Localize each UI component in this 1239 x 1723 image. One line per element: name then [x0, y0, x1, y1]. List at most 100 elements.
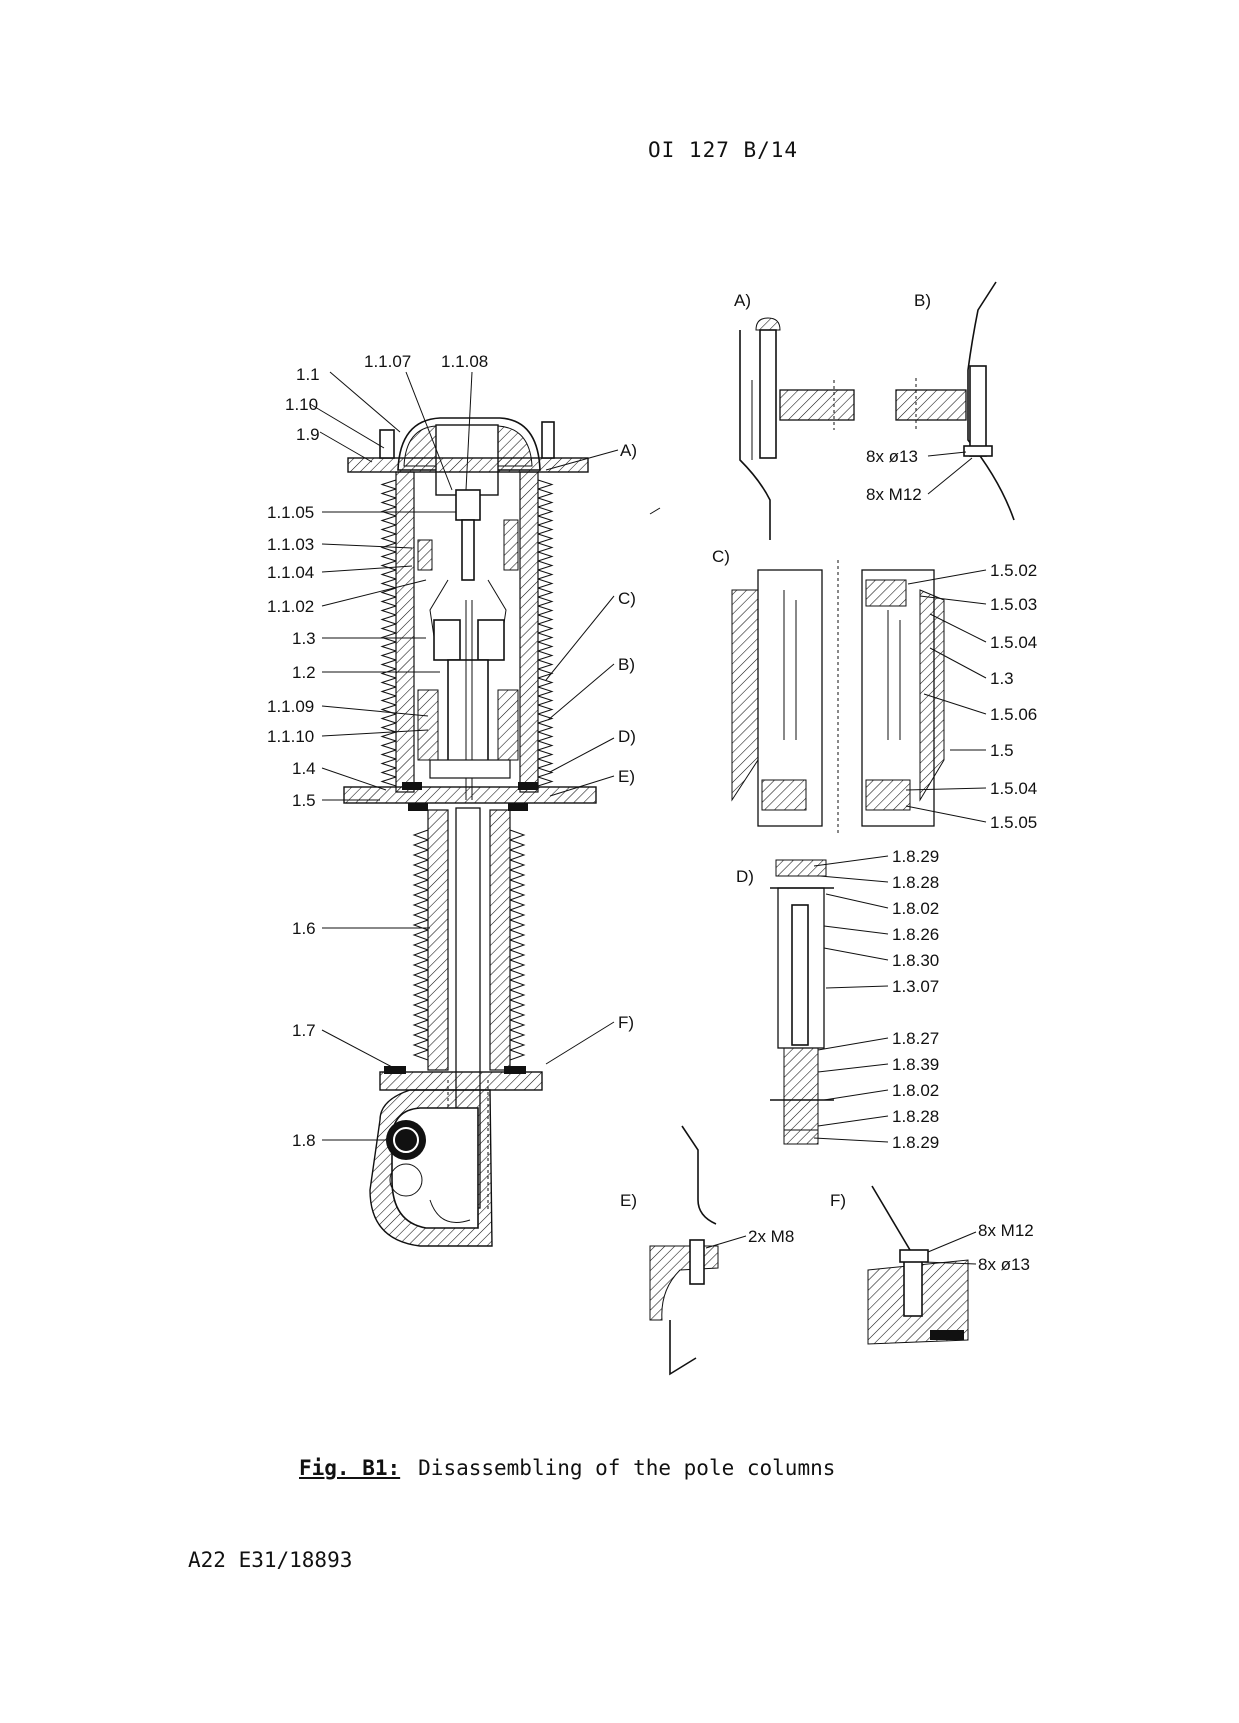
detail-D-label: 1.8.02 — [892, 899, 939, 918]
insulator-shed — [380, 713, 397, 724]
insulator-shed — [380, 749, 397, 760]
detail-C-label: 1.5.06 — [990, 705, 1037, 724]
insulator-shed — [509, 909, 526, 921]
insulator-shed — [380, 767, 397, 778]
detail-E-note: 2x M8 — [748, 1227, 794, 1246]
leader-line — [823, 1089, 889, 1101]
leader-line — [929, 613, 987, 643]
detail-D-label: 1.8.29 — [892, 847, 939, 866]
main-labels-top: 1.1.07 1.1.08 — [364, 352, 488, 371]
detail-C-label: 1.5.02 — [990, 561, 1037, 580]
insulator-shed — [412, 879, 429, 891]
insulator-shed — [509, 829, 526, 841]
insulator-shed — [537, 551, 554, 562]
detail-C-label: 1.3 — [990, 669, 1014, 688]
insulator-shed — [380, 677, 397, 688]
detail-C-label: 1.5.04 — [990, 633, 1037, 652]
main-label: 1.4 — [292, 759, 316, 778]
insulator-shed — [380, 551, 397, 562]
insulator-shed — [537, 686, 554, 697]
insulator-shed — [412, 849, 429, 861]
main-label: 1.1.05 — [267, 503, 314, 522]
insulator-shed — [380, 722, 397, 733]
insulator-shed — [380, 659, 397, 670]
leader-line — [825, 985, 889, 989]
detail-F-note-bore: 8x ø13 — [978, 1255, 1030, 1274]
insulator-shed — [380, 524, 397, 535]
insulator-shed — [537, 506, 554, 517]
insulator-shed — [380, 614, 397, 625]
detail-F-note-screw: 8x M12 — [978, 1221, 1034, 1240]
main-label: 1.9 — [296, 425, 320, 444]
insulator-shed — [509, 929, 526, 941]
main-label: 1.6 — [292, 919, 316, 938]
detail-D-label: 1.8.28 — [892, 1107, 939, 1126]
insulator-shed — [537, 497, 554, 508]
main-label: 1.1.09 — [267, 697, 314, 716]
leader-line — [907, 569, 987, 585]
insulator-shed — [509, 1039, 526, 1051]
insulator-shed — [509, 979, 526, 991]
insulator-shed — [537, 560, 554, 571]
insulator-shed — [380, 740, 397, 751]
insulator-shed — [412, 989, 429, 1001]
insulator-shed — [537, 614, 554, 625]
insulator-shed — [380, 488, 397, 499]
insulator-shed — [509, 889, 526, 901]
insulator-shed — [380, 515, 397, 526]
detail-B: B) 8x ø13 8x M12 — [866, 281, 1015, 521]
insulator-shed — [537, 569, 554, 580]
leader-line — [923, 693, 987, 715]
detail-C-label: 1.5.05 — [990, 813, 1037, 832]
insulator-shed — [537, 749, 554, 760]
insulator-shed — [412, 969, 429, 981]
insulator-shed — [412, 1049, 429, 1061]
insulator-shed — [380, 497, 397, 508]
main-pole-column — [343, 417, 597, 1247]
insulator-shed — [412, 859, 429, 871]
insulator-shed — [537, 758, 554, 769]
insulator-shed — [380, 605, 397, 616]
insulator-shed — [412, 909, 429, 921]
main-detail-refs: A) C) B) D) E) F) — [618, 441, 637, 1032]
insulator-shed — [412, 979, 429, 991]
insulator-shed — [537, 542, 554, 553]
main-label: 1.1.02 — [267, 597, 314, 616]
detail-C: C) — [712, 547, 945, 836]
insulator-shed — [509, 939, 526, 951]
insulator-shed — [412, 949, 429, 961]
insulator-shed — [509, 1029, 526, 1041]
detail-D-label: 1.8.30 — [892, 951, 939, 970]
insulator-shed — [537, 605, 554, 616]
insulator-shed — [537, 650, 554, 661]
detail-E-title: E) — [620, 1191, 637, 1210]
detail-D-labels: 1.8.291.8.281.8.021.8.261.8.301.3.071.8.… — [813, 847, 939, 1152]
insulator-shed — [537, 704, 554, 715]
ref-F: F) — [618, 1013, 634, 1032]
insulator-shed — [380, 569, 397, 580]
main-label: 1.8 — [292, 1131, 316, 1150]
insulator-shed — [537, 695, 554, 706]
leader-line — [919, 595, 987, 605]
insulator-shed — [537, 578, 554, 589]
insulator-shed — [509, 999, 526, 1011]
insulator-shed — [380, 776, 397, 787]
insulator-shed — [380, 596, 397, 607]
insulator-shed — [537, 722, 554, 733]
insulator-shed — [509, 869, 526, 881]
insulator-shed — [412, 999, 429, 1011]
insulator-shed — [537, 677, 554, 688]
leader-line — [819, 875, 889, 883]
insulator-shed — [509, 989, 526, 1001]
leader-line — [817, 1037, 889, 1051]
detail-C-label: 1.5.03 — [990, 595, 1037, 614]
insulator-shed — [380, 731, 397, 742]
detail-C-title: C) — [712, 547, 730, 566]
figure-caption-text: Disassembling of the pole columns — [418, 1456, 836, 1480]
main-label: 1.10 — [285, 395, 318, 414]
insulator-shed — [380, 578, 397, 589]
detail-E: E) 2x M8 — [620, 1125, 794, 1376]
insulator-shed — [412, 899, 429, 911]
insulator-shed — [537, 524, 554, 535]
